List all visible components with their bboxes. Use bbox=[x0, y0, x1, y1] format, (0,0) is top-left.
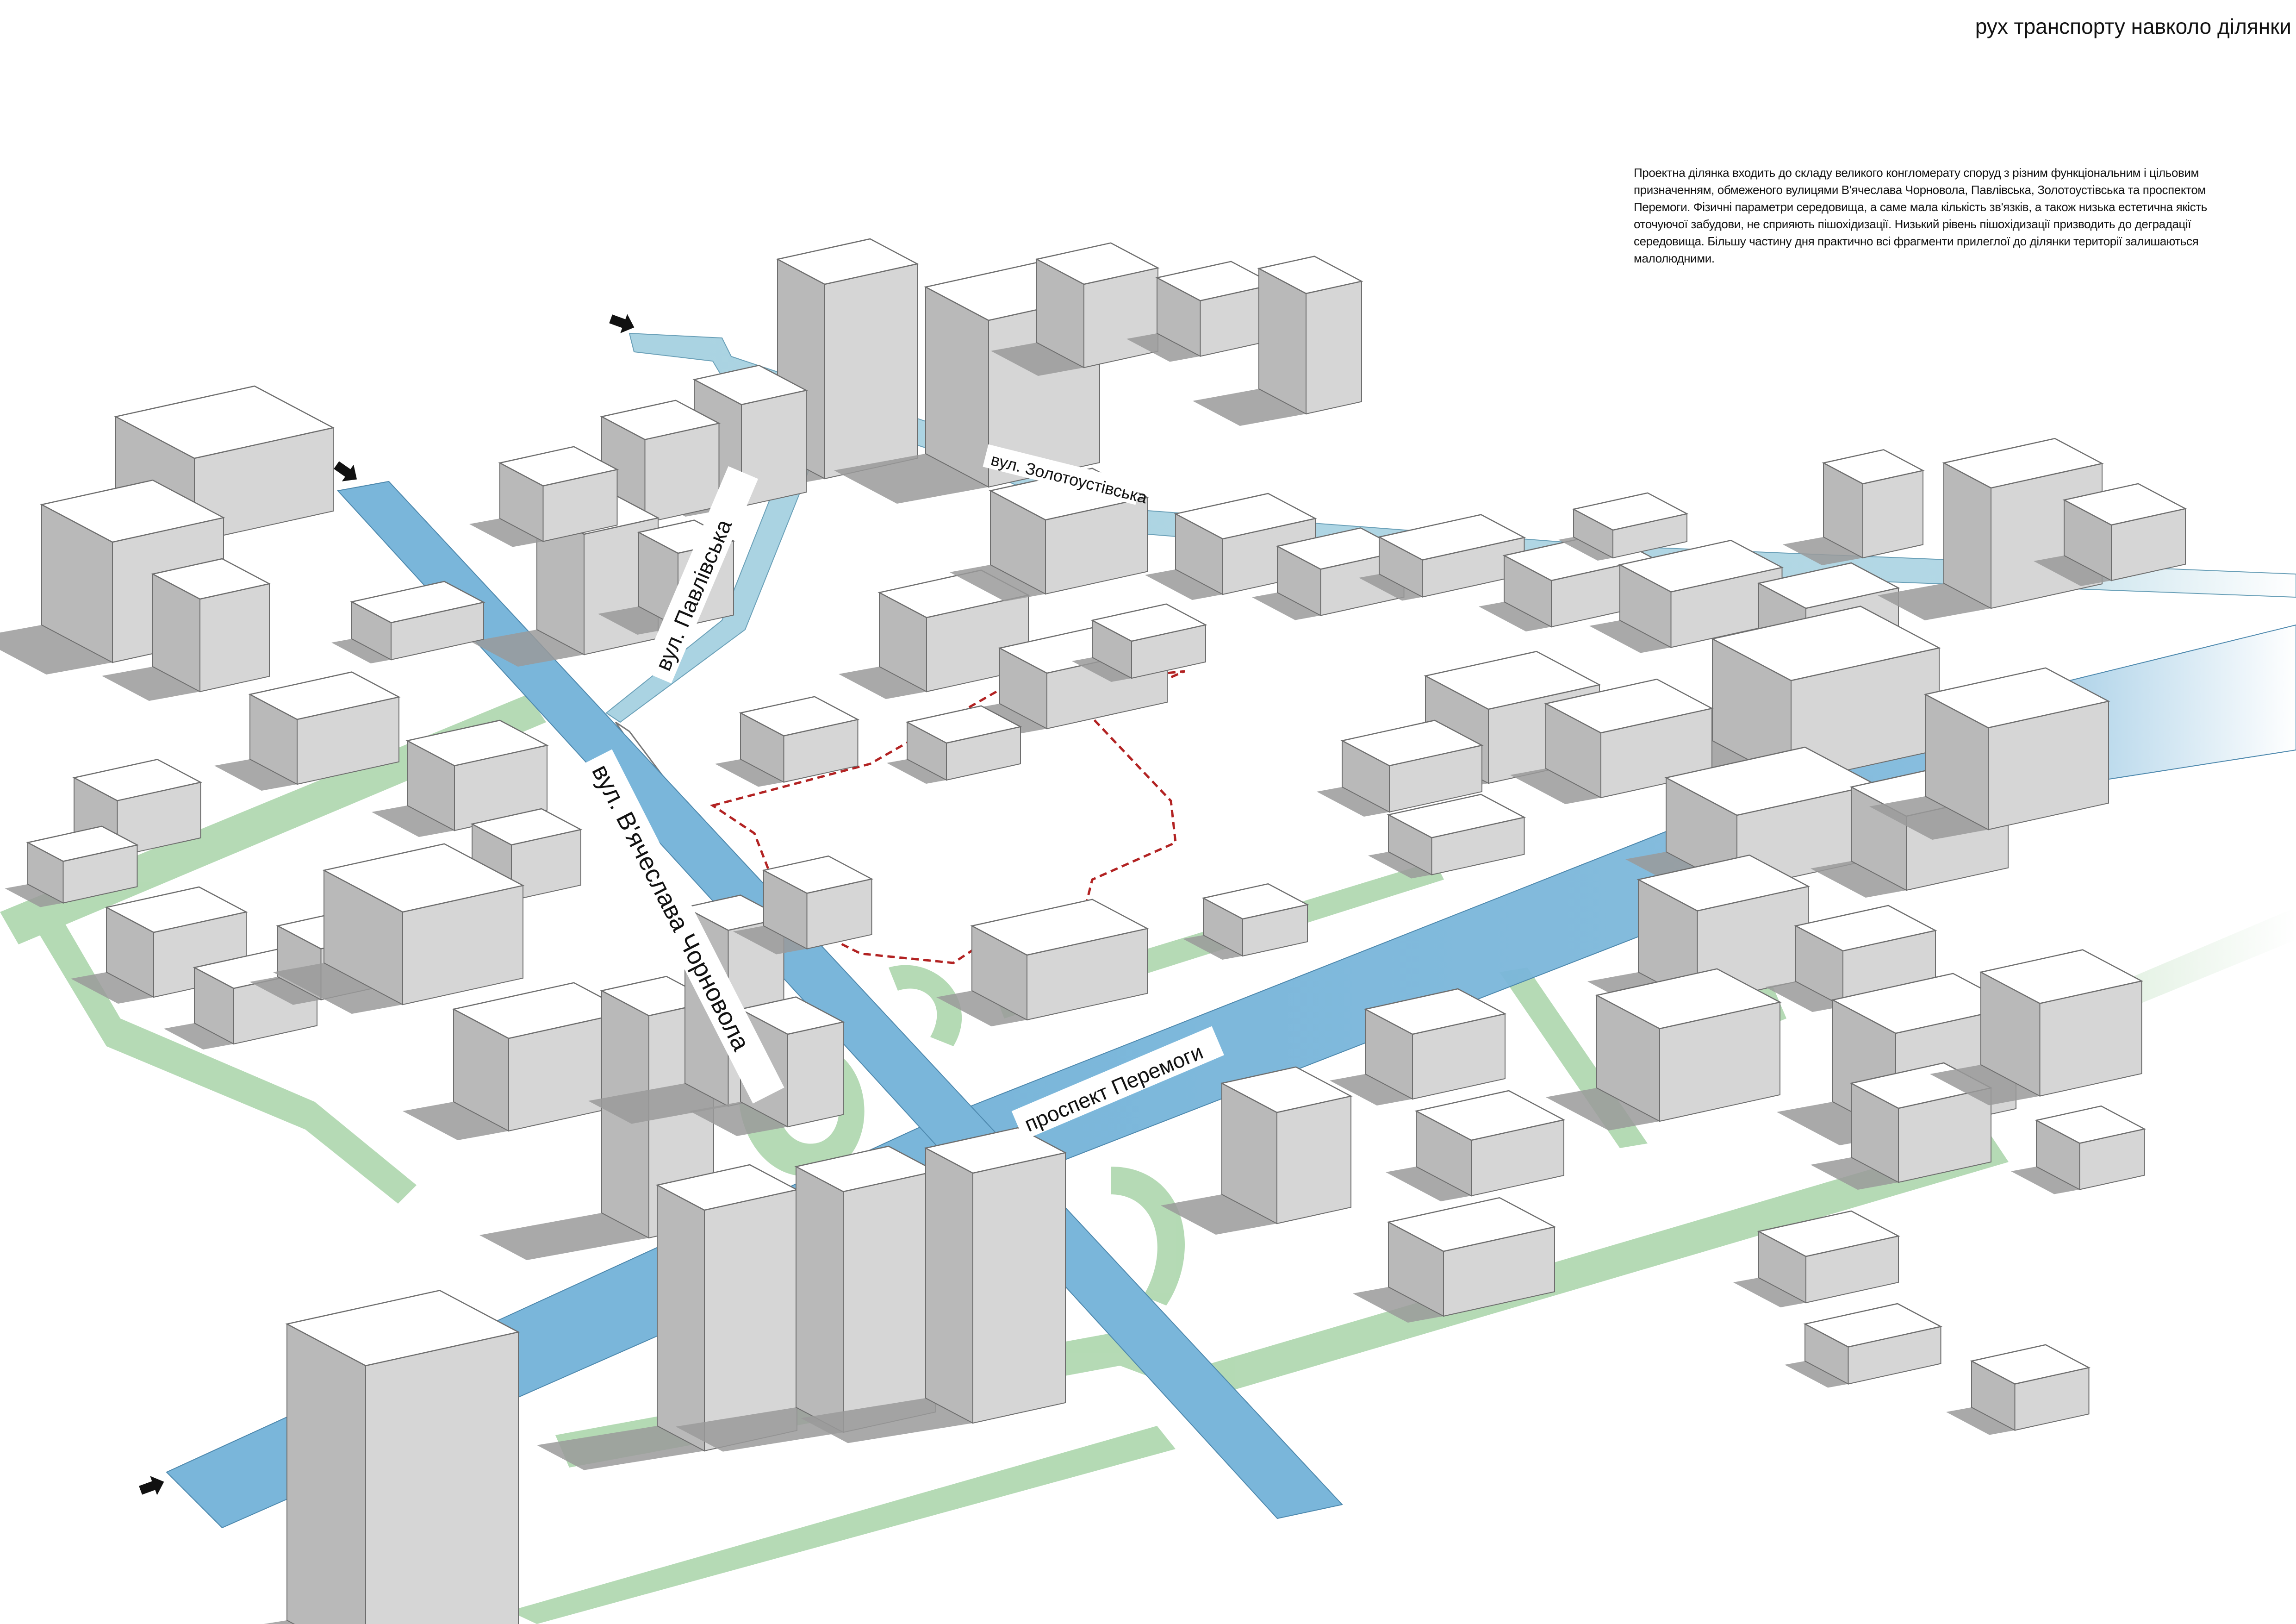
building bbox=[1930, 949, 2144, 1106]
tower-building bbox=[801, 1127, 1067, 1443]
building bbox=[1558, 492, 1689, 561]
building bbox=[214, 671, 401, 791]
building bbox=[1359, 514, 1526, 601]
tower-building bbox=[263, 1290, 520, 1624]
building bbox=[887, 705, 1022, 784]
buildings-layer bbox=[0, 238, 2187, 1624]
building bbox=[2011, 1105, 2147, 1194]
building bbox=[1546, 968, 1782, 1131]
arrow-right-icon bbox=[334, 461, 357, 481]
building bbox=[469, 446, 619, 547]
building bbox=[1353, 1197, 1556, 1323]
building bbox=[372, 719, 549, 837]
building bbox=[715, 696, 860, 787]
building bbox=[1946, 1344, 2091, 1435]
arrow-right-icon bbox=[609, 314, 635, 333]
building bbox=[1161, 1066, 1353, 1235]
building bbox=[1869, 667, 2110, 840]
building bbox=[950, 468, 1149, 601]
building bbox=[1183, 883, 1309, 960]
building bbox=[1126, 261, 1276, 362]
building bbox=[1145, 493, 1317, 600]
building bbox=[1733, 1210, 1900, 1307]
building bbox=[1330, 988, 1507, 1106]
building bbox=[936, 899, 1149, 1026]
building bbox=[1386, 1090, 1566, 1201]
green-path-interchange2 bbox=[1111, 1167, 1185, 1305]
building bbox=[1368, 793, 1526, 879]
building bbox=[403, 982, 631, 1140]
building bbox=[273, 843, 525, 1014]
building bbox=[1193, 256, 1363, 426]
building bbox=[1317, 719, 1484, 817]
building bbox=[1785, 1303, 1943, 1388]
building bbox=[1072, 603, 1207, 682]
building bbox=[1589, 539, 1784, 653]
description-text: Проектна ділянка входить до складу велик… bbox=[1634, 166, 2207, 265]
green-path-south2 bbox=[509, 1426, 1176, 1624]
tower-building bbox=[537, 1164, 799, 1470]
green-path-east bbox=[1203, 1134, 2009, 1393]
green-path-interchange bbox=[889, 965, 962, 1046]
building bbox=[102, 558, 271, 701]
building bbox=[1783, 449, 1925, 565]
building bbox=[2034, 483, 2187, 586]
building bbox=[733, 855, 874, 955]
building bbox=[5, 825, 139, 907]
entry-arrows bbox=[139, 314, 635, 1495]
green-path-southwest bbox=[37, 907, 417, 1204]
arrow-right-icon bbox=[139, 1476, 164, 1495]
building bbox=[331, 581, 485, 663]
page-title: рух транспорту навколо ділянки bbox=[1975, 14, 2291, 38]
